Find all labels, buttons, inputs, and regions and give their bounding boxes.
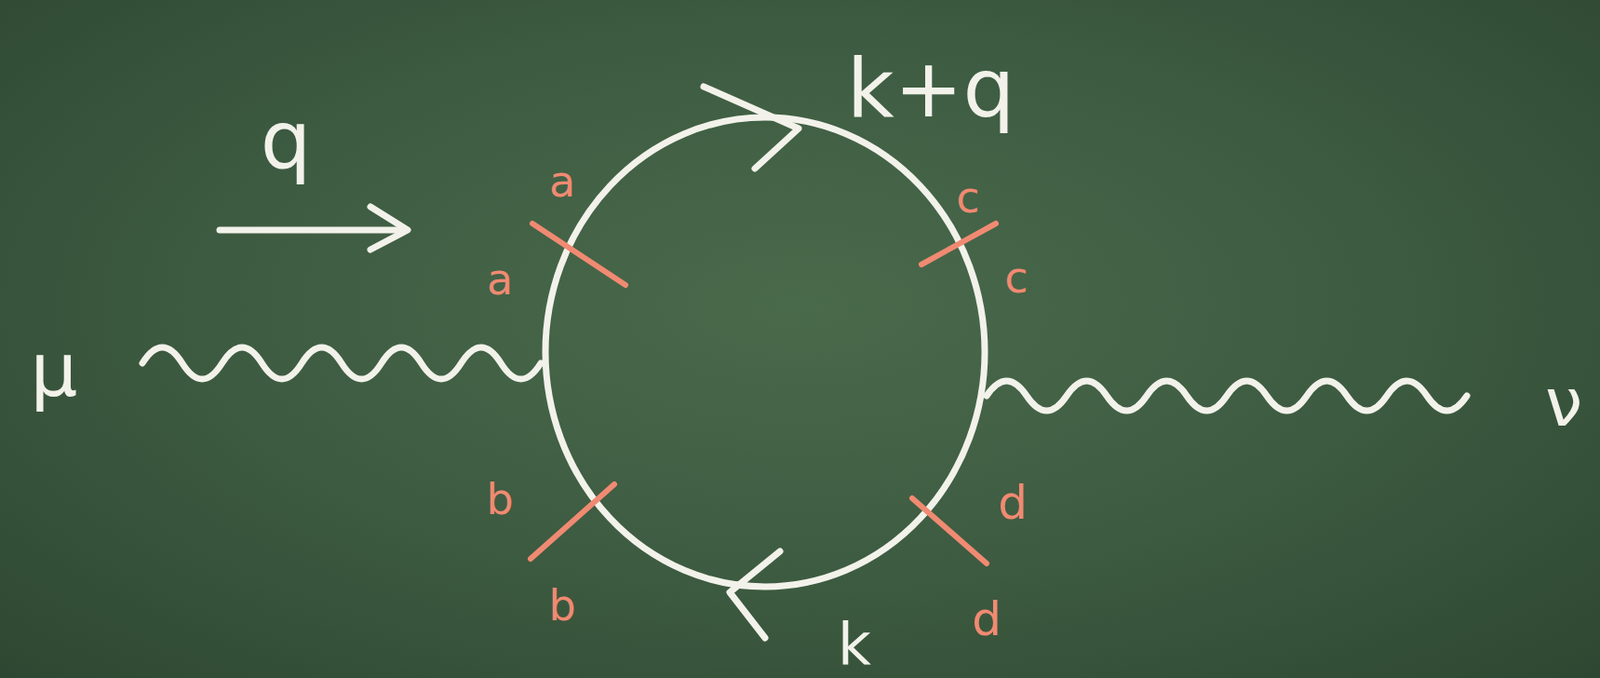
- arrow-head: [370, 206, 408, 250]
- photon-line: [142, 347, 541, 379]
- cut-marks: [530, 223, 996, 564]
- momentum-label: k+q: [847, 47, 1016, 130]
- index-label: c: [1004, 255, 1028, 299]
- index-label: b: [485, 477, 513, 521]
- index-label: c: [955, 175, 980, 219]
- index-label: b: [548, 583, 576, 627]
- index-label: a: [486, 257, 513, 301]
- index-label: d: [971, 595, 1002, 643]
- momentum-label: k: [837, 615, 872, 673]
- photon-line: [986, 380, 1467, 411]
- momentum-label: q: [260, 99, 312, 180]
- fermion-loop: [545, 117, 985, 587]
- arrow-head: [729, 551, 780, 638]
- momentum-arrow: [219, 227, 406, 234]
- arrow-head: [703, 86, 799, 169]
- index-label: d: [997, 479, 1028, 526]
- momentum-label: μ: [30, 333, 79, 408]
- momentum-label: ν: [1545, 368, 1583, 436]
- index-label: a: [549, 160, 576, 203]
